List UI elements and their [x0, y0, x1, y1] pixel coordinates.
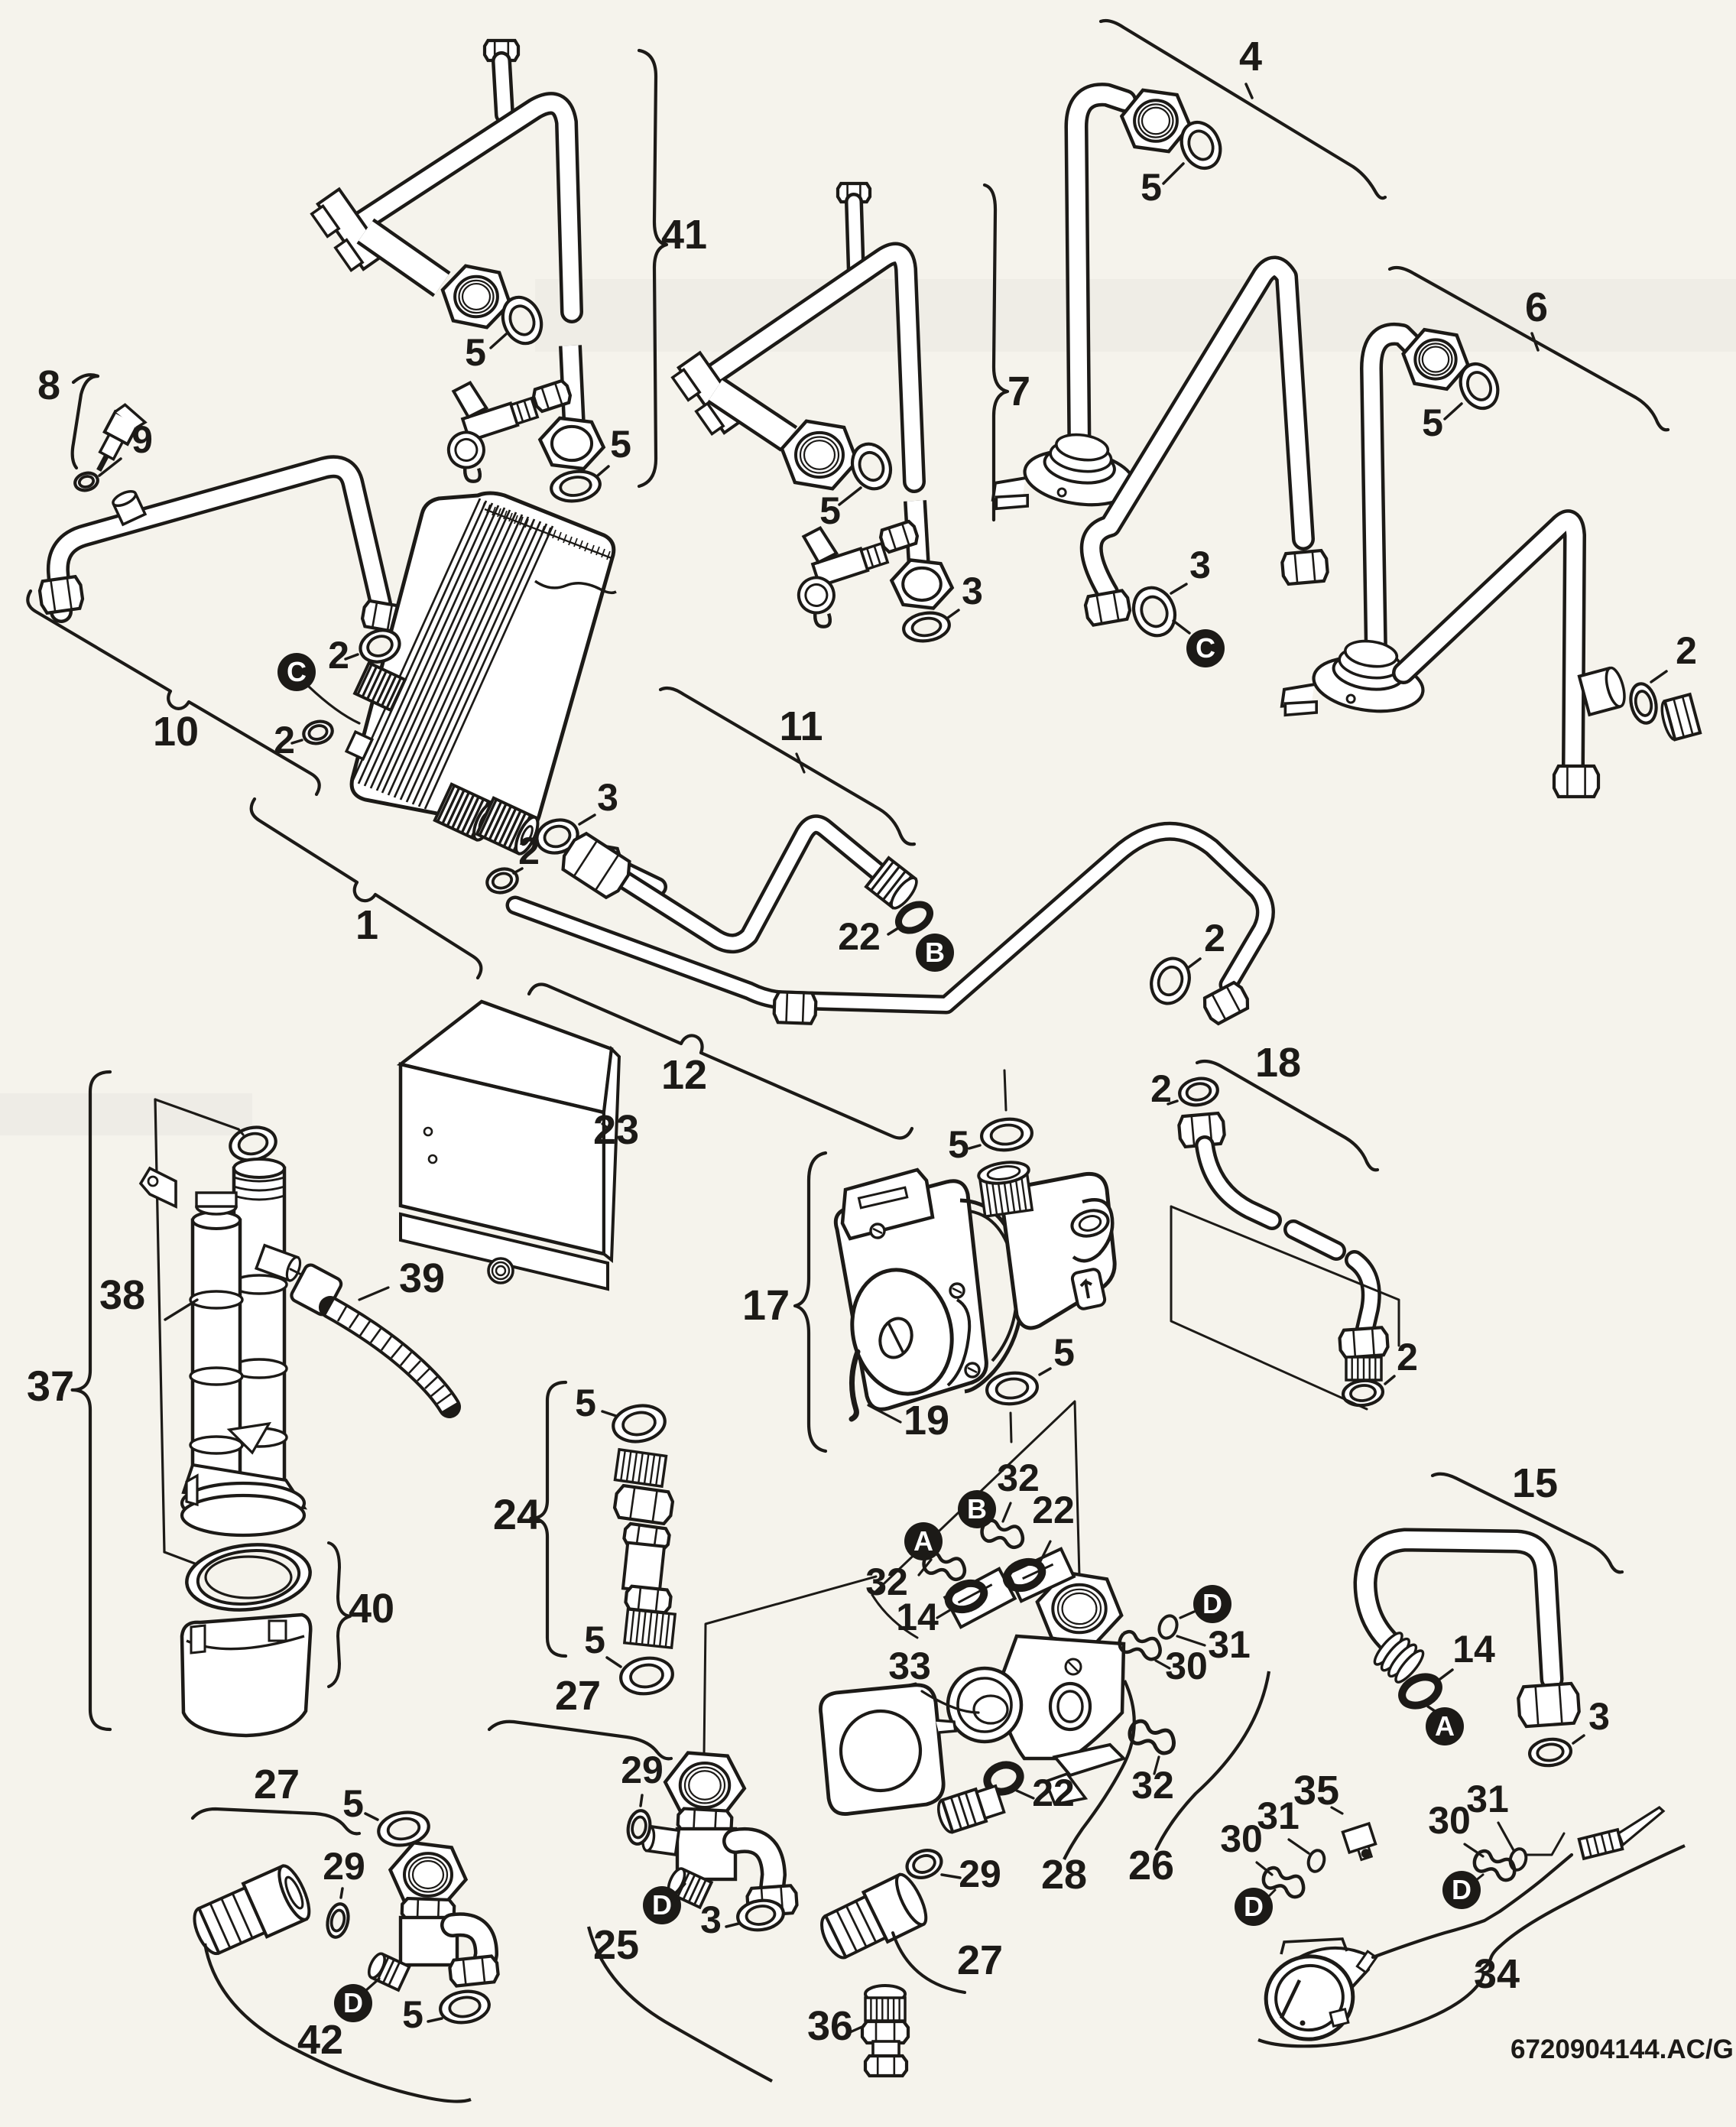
- svg-text:35: 35: [1293, 1768, 1339, 1814]
- svg-text:A: A: [913, 1525, 933, 1557]
- svg-text:27: 27: [254, 1762, 300, 1807]
- svg-text:2: 2: [328, 634, 349, 677]
- svg-text:3: 3: [597, 776, 618, 819]
- svg-text:28: 28: [1041, 1852, 1087, 1898]
- svg-text:4: 4: [1239, 34, 1262, 80]
- svg-text:2: 2: [1676, 629, 1697, 672]
- svg-text:22: 22: [1032, 1771, 1075, 1814]
- svg-text:2: 2: [1204, 917, 1225, 960]
- svg-text:22: 22: [1032, 1489, 1075, 1531]
- svg-text:18: 18: [1255, 1040, 1301, 1086]
- svg-text:17: 17: [742, 1281, 790, 1329]
- svg-text:5: 5: [819, 489, 841, 532]
- svg-text:19: 19: [904, 1398, 949, 1443]
- svg-text:5: 5: [1141, 166, 1162, 209]
- svg-text:5: 5: [948, 1123, 969, 1166]
- svg-text:B: B: [925, 937, 945, 968]
- svg-text:10: 10: [153, 709, 199, 755]
- svg-text:8: 8: [37, 362, 60, 408]
- svg-text:37: 37: [27, 1362, 74, 1410]
- svg-text:23: 23: [593, 1107, 639, 1153]
- svg-text:7: 7: [1008, 369, 1030, 414]
- svg-text:15: 15: [1512, 1460, 1558, 1506]
- svg-text:C: C: [287, 656, 307, 687]
- svg-text:6720904144.AC/G: 6720904144.AC/G: [1510, 2034, 1734, 2064]
- svg-text:5: 5: [1422, 401, 1443, 444]
- svg-text:25: 25: [593, 1922, 639, 1968]
- svg-text:26: 26: [1128, 1843, 1174, 1888]
- svg-text:32: 32: [865, 1560, 908, 1603]
- svg-text:2: 2: [1397, 1336, 1418, 1378]
- svg-text:2: 2: [274, 719, 295, 761]
- svg-text:D: D: [1244, 1891, 1264, 1922]
- svg-text:38: 38: [99, 1272, 145, 1318]
- svg-text:36: 36: [807, 2003, 853, 2049]
- svg-text:5: 5: [584, 1619, 605, 1661]
- svg-text:30: 30: [1220, 1817, 1263, 1860]
- svg-text:6: 6: [1525, 284, 1548, 330]
- svg-text:5: 5: [342, 1782, 364, 1825]
- svg-text:31: 31: [1208, 1623, 1251, 1666]
- svg-text:29: 29: [621, 1749, 664, 1791]
- svg-text:40: 40: [349, 1586, 394, 1632]
- svg-text:A: A: [1435, 1710, 1455, 1742]
- svg-text:5: 5: [575, 1382, 596, 1424]
- svg-text:5: 5: [402, 1993, 423, 2036]
- svg-text:3: 3: [1189, 544, 1211, 586]
- svg-text:30: 30: [1165, 1645, 1208, 1687]
- svg-text:D: D: [1202, 1588, 1222, 1619]
- svg-text:27: 27: [957, 1937, 1003, 1983]
- svg-text:32: 32: [997, 1456, 1040, 1499]
- svg-text:12: 12: [661, 1052, 707, 1098]
- svg-text:2: 2: [518, 830, 540, 872]
- svg-text:29: 29: [323, 1845, 365, 1888]
- svg-text:D: D: [343, 1987, 363, 2018]
- svg-text:34: 34: [1474, 1951, 1520, 1997]
- svg-text:D: D: [652, 1889, 672, 1921]
- svg-text:29: 29: [959, 1853, 1001, 1895]
- svg-text:39: 39: [399, 1255, 445, 1301]
- svg-text:D: D: [1452, 1874, 1472, 1905]
- svg-text:27: 27: [555, 1673, 601, 1719]
- svg-text:9: 9: [131, 418, 153, 461]
- svg-text:30: 30: [1428, 1799, 1471, 1842]
- svg-text:41: 41: [661, 212, 707, 258]
- svg-text:1: 1: [355, 902, 378, 948]
- svg-text:C: C: [1196, 632, 1215, 664]
- svg-text:3: 3: [962, 570, 983, 612]
- svg-text:24: 24: [493, 1490, 540, 1538]
- svg-text:22: 22: [838, 915, 881, 958]
- svg-text:33: 33: [888, 1645, 931, 1687]
- svg-text:5: 5: [1053, 1331, 1075, 1374]
- svg-text:2: 2: [1150, 1067, 1172, 1110]
- svg-text:5: 5: [610, 423, 631, 466]
- svg-text:42: 42: [297, 2017, 343, 2063]
- svg-text:3: 3: [1588, 1695, 1610, 1738]
- svg-text:31: 31: [1257, 1794, 1300, 1837]
- svg-text:32: 32: [1131, 1764, 1174, 1807]
- svg-text:31: 31: [1466, 1778, 1509, 1820]
- svg-text:3: 3: [700, 1898, 722, 1941]
- svg-text:11: 11: [779, 703, 823, 749]
- svg-text:5: 5: [465, 331, 486, 374]
- svg-text:14: 14: [896, 1596, 939, 1638]
- svg-text:B: B: [967, 1493, 987, 1525]
- svg-text:14: 14: [1452, 1628, 1495, 1671]
